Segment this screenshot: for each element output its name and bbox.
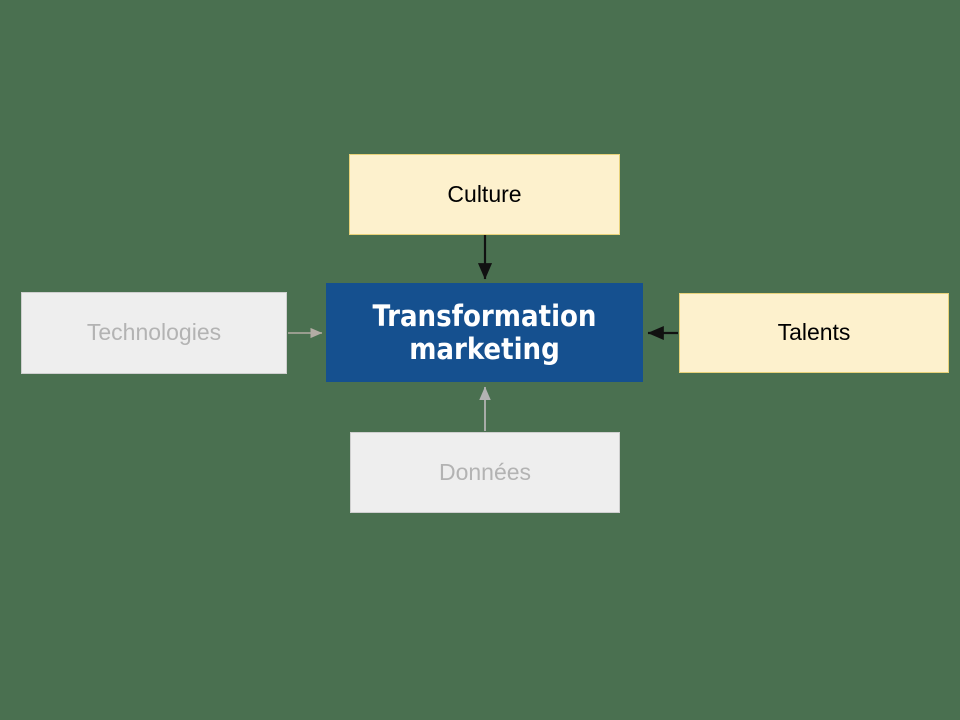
node-transformation-marketing[interactable]: Transformation marketing xyxy=(326,283,643,382)
node-culture-label: Culture xyxy=(447,180,522,207)
node-culture[interactable]: Culture xyxy=(349,154,620,235)
node-technologies[interactable]: Technologies xyxy=(21,292,287,374)
node-talents[interactable]: Talents xyxy=(679,293,949,373)
node-donnees[interactable]: Données xyxy=(350,432,620,513)
node-technologies-label: Technologies xyxy=(86,319,222,346)
node-talents-label: Talents xyxy=(777,319,851,346)
node-donnees-label: Données xyxy=(438,458,532,485)
node-transformation-marketing-label: Transformation marketing xyxy=(372,299,597,366)
